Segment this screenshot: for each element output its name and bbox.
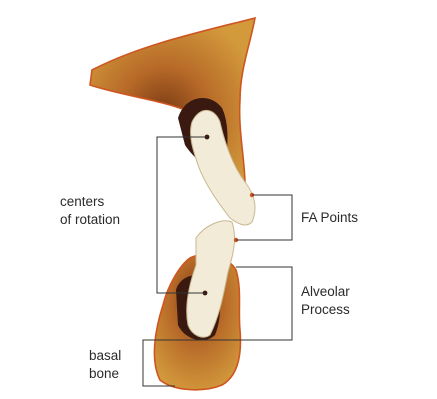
centers-of-rotation-label-line2: of rotation xyxy=(60,211,120,228)
basal-bone-label-line2: bone xyxy=(89,365,119,382)
centers-of-rotation-label-line1: centers xyxy=(60,193,104,210)
basal-bone-label-line1: basal xyxy=(89,347,121,364)
fa-points-label: FA Points xyxy=(301,209,358,226)
alveolar-process-label-line2: Process xyxy=(301,301,350,318)
alveolar-process-label-line1: Alveolar xyxy=(301,283,350,300)
